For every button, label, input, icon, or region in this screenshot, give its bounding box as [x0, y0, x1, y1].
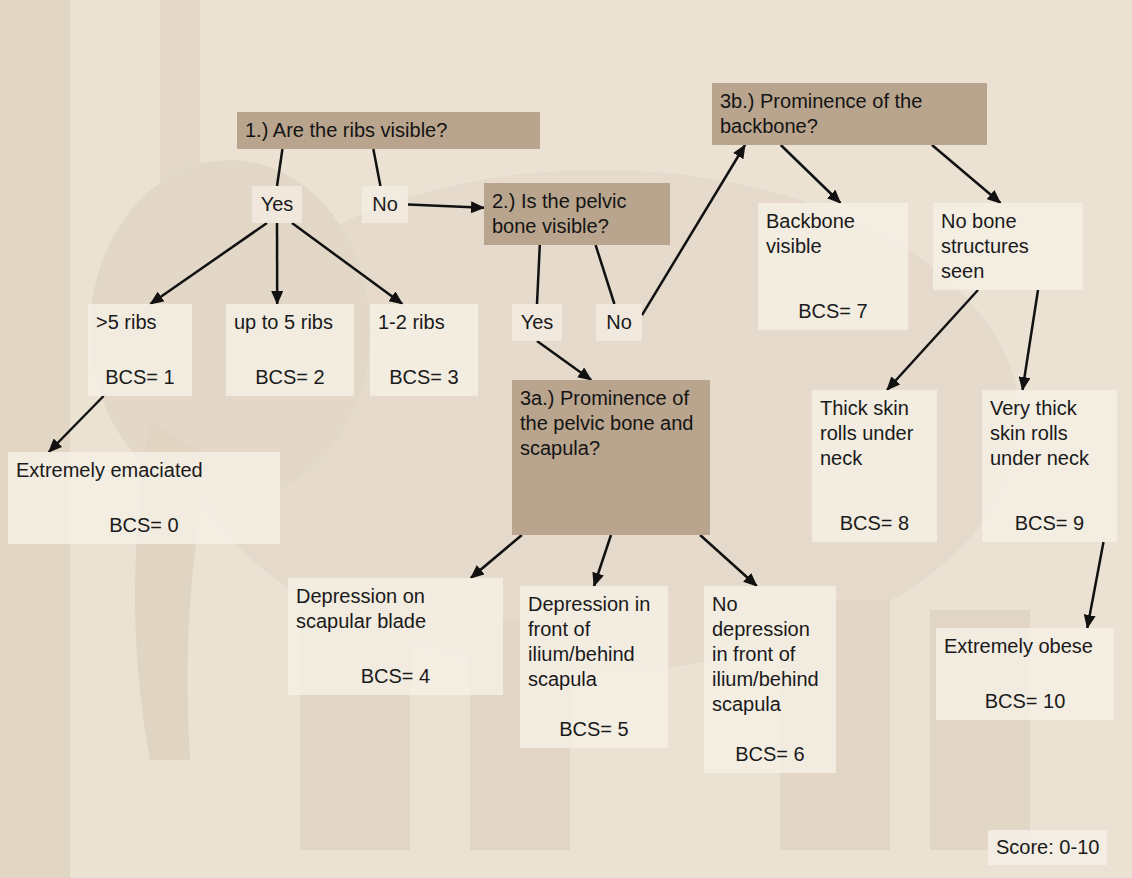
flow-arrow	[594, 535, 611, 586]
branch-line	[373, 149, 380, 186]
score-text: BCS= 5	[528, 717, 660, 742]
node-text: 3b.) Prominence of the backbone?	[720, 89, 979, 139]
branch-line	[537, 245, 540, 304]
branch-line	[277, 149, 282, 186]
answer-tag: No	[362, 186, 408, 223]
flow-arrow	[1023, 290, 1039, 390]
score-box: Depression in front of ilium/behind scap…	[520, 586, 668, 748]
node-text: Yes	[520, 310, 554, 335]
score-box: Depression on scapular bladeBCS= 4	[288, 578, 503, 695]
score-box: Backbone visibleBCS= 7	[758, 203, 908, 330]
flow-arrow	[1087, 542, 1103, 628]
score-box: 1-2 ribsBCS= 3	[370, 304, 478, 396]
node-text: Extremely obese	[944, 634, 1106, 659]
question-box: 3a.) Prominence of the pelvic bone and s…	[512, 380, 710, 535]
node-text: 1-2 ribs	[378, 310, 470, 335]
answer-tag: Yes	[252, 186, 302, 223]
node-text: No depression in front of ilium/behind s…	[712, 592, 828, 717]
score-box: Thick skin rolls under neckBCS= 8	[812, 390, 937, 542]
score-box: Very thick skin rolls under neckBCS= 9	[982, 390, 1117, 542]
score-text: BCS= 2	[234, 365, 346, 390]
score-box: up to 5 ribsBCS= 2	[226, 304, 354, 396]
node-text: No bone structures seen	[941, 209, 1075, 284]
flow-arrow	[781, 145, 841, 203]
answer-tag: Yes	[512, 304, 562, 341]
tree-trunk	[0, 0, 70, 878]
score-box: No depression in front of ilium/behind s…	[704, 586, 836, 773]
node-text: 3a.) Prominence of the pelvic bone and s…	[520, 386, 702, 461]
flow-arrow	[471, 535, 522, 578]
node-text: Thick skin rolls under neck	[820, 396, 929, 471]
node-text: 2.) Is the pelvic bone visible?	[492, 189, 662, 239]
node-text: Backbone visible	[766, 209, 900, 259]
node-text: up to 5 ribs	[234, 310, 346, 335]
question-box: 2.) Is the pelvic bone visible?	[484, 183, 670, 245]
question-box: 3b.) Prominence of the backbone?	[712, 83, 987, 145]
score-text: BCS= 8	[820, 511, 929, 536]
score-text: BCS= 0	[16, 513, 272, 538]
flow-arrow	[276, 223, 279, 304]
score-text: BCS= 10	[944, 689, 1106, 714]
flow-arrow	[408, 205, 484, 208]
node-text: Depression in front of ilium/behind scap…	[528, 592, 660, 692]
node-text: >5 ribs	[96, 310, 184, 335]
node-text: 1.) Are the ribs visible?	[245, 118, 532, 143]
node-text: No	[604, 310, 634, 335]
score-text: BCS= 6	[712, 742, 828, 767]
flow-arrow	[932, 145, 1001, 203]
score-text: BCS= 1	[96, 365, 184, 390]
score-box: Extremely emaciatedBCS= 0	[8, 452, 280, 544]
score-box: Extremely obeseBCS= 10	[936, 628, 1114, 720]
flow-arrow	[49, 396, 104, 452]
score-text: BCS= 3	[378, 365, 470, 390]
answer-box: No bone structures seen	[933, 203, 1083, 290]
flow-arrow	[537, 341, 591, 380]
answer-tag: No	[596, 304, 642, 341]
score-box: >5 ribsBCS= 1	[88, 304, 192, 396]
score-text: BCS= 7	[766, 299, 900, 324]
node-text: No	[370, 192, 400, 217]
score-text: BCS= 9	[990, 511, 1109, 536]
node-text: Depression on scapular blade	[296, 584, 495, 634]
flow-arrow	[700, 535, 757, 586]
question-box: 1.) Are the ribs visible?	[237, 112, 540, 149]
node-text: Yes	[260, 192, 294, 217]
flow-arrow	[150, 223, 267, 304]
flow-arrow	[292, 223, 402, 304]
branch-line	[596, 245, 615, 304]
node-text: Very thick skin rolls under neck	[990, 396, 1109, 471]
node-text: Extremely emaciated	[16, 458, 272, 483]
score-text: BCS= 4	[296, 664, 495, 689]
elephant-head	[90, 160, 370, 500]
score-range-note: Score: 0-10	[988, 830, 1107, 865]
